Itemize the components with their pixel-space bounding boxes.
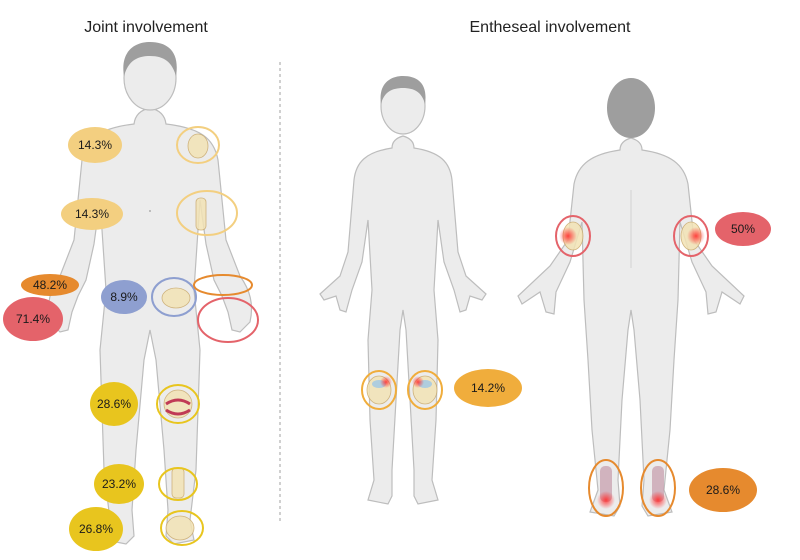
foot-percentage: 26.8%	[79, 522, 113, 536]
shoulder-percentage: 14.3%	[78, 138, 112, 152]
left-heel-entheseal-outline	[640, 459, 676, 517]
ankle-region-outline	[158, 467, 198, 501]
knee-badge	[90, 382, 138, 426]
entheseal-front-figure	[319, 76, 487, 505]
hip-percentage: 8.9%	[110, 290, 138, 304]
ankle-percentage: 23.2%	[102, 477, 136, 491]
joint-region-outlines	[151, 126, 259, 546]
knee-region-outline	[156, 384, 200, 424]
elbow-badge	[61, 198, 123, 230]
hip-badge	[101, 280, 147, 314]
shoulder-region-outline	[176, 126, 220, 164]
entheseal-involvement-title: Entheseal involvement	[470, 19, 632, 36]
joint-body-figure	[47, 42, 253, 545]
entheseal-back-figure	[517, 78, 745, 517]
entheseal-knee-badge	[454, 369, 522, 407]
right-heel-entheseal-outline	[588, 459, 624, 517]
elbow-percentage: 14.3%	[75, 207, 109, 221]
entheseal-elbow-badge	[715, 212, 771, 246]
hand-badge	[3, 297, 63, 341]
right-elbow-entheseal-outline	[555, 215, 591, 257]
entheseal-heel-badge	[689, 468, 757, 512]
joint-involvement-title: Joint involvement	[84, 19, 208, 36]
shoulder-badge	[68, 127, 122, 163]
left-elbow-entheseal-outline	[673, 215, 709, 257]
hand-region-outline	[197, 297, 259, 343]
ankle-badge	[94, 464, 144, 504]
wrist-badge	[21, 274, 79, 296]
foot-region-outline	[160, 510, 204, 546]
hand-percentage: 71.4%	[16, 312, 50, 326]
foot-badge	[69, 507, 123, 551]
knee-percentage: 28.6%	[97, 397, 131, 411]
entheseal-elbow-percentage: 50%	[731, 222, 755, 236]
entheseal-knee-percentage: 14.2%	[471, 381, 505, 395]
left-knee-entheseal-outline	[407, 370, 443, 410]
elbow-region-outline	[176, 190, 238, 236]
wrist-percentage: 48.2%	[33, 278, 67, 292]
entheseal-percentage-badges: 50% 14.2% 28.6%	[454, 212, 771, 512]
right-knee-entheseal-outline	[361, 370, 397, 410]
hip-region-outline	[151, 277, 197, 317]
entheseal-heel-percentage: 28.6%	[706, 483, 740, 497]
joint-percentage-badges: 14.3% 14.3% 48.2% 71.4% 8.9% 28.6% 23.2%…	[3, 127, 147, 551]
wrist-region-outline	[193, 274, 253, 296]
